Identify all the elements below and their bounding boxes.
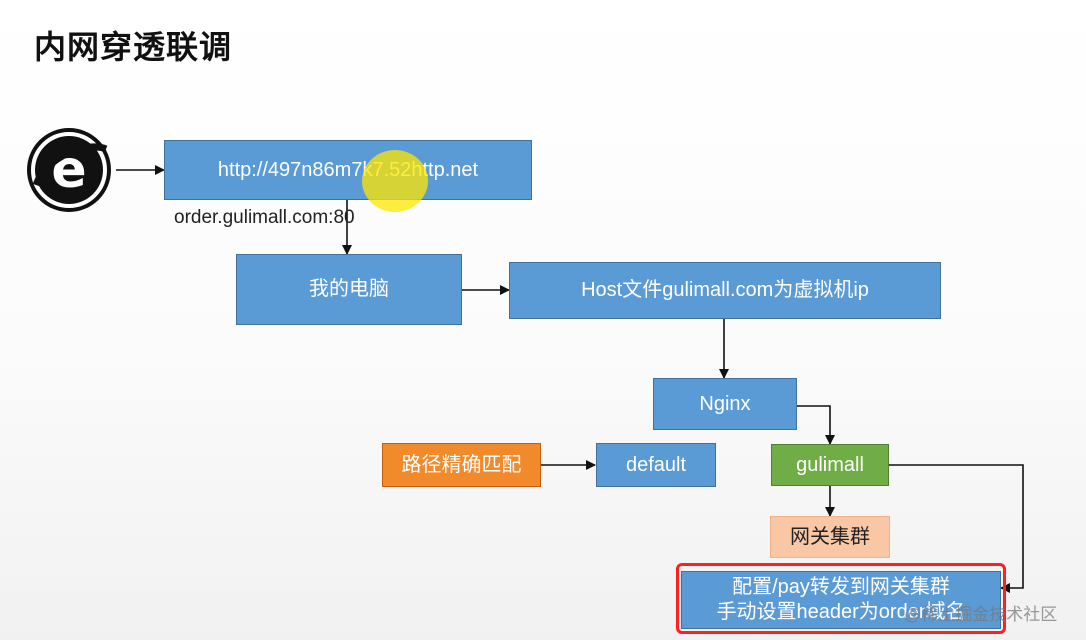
highlight-frame [676,563,1006,634]
gateway-cluster-text: 网关集群 [790,525,870,548]
cursor-highlight [362,150,428,212]
url-box: http://497n86m7k7.52http.net [164,140,532,200]
host-file-text: Host文件gulimall.com为虚拟机ip [581,279,869,301]
page-title: 内网穿透联调 [34,28,233,66]
arrow-nginx-to-gulimall [797,405,835,445]
gateway-cluster-box: 网关集群 [770,516,890,558]
path-match-box: 路径精确匹配 [382,443,541,487]
my-pc-text: 我的电脑 [309,278,389,300]
host-file-box: Host文件gulimall.com为虚拟机ip [509,262,941,319]
url-text: http://497n86m7k7.52http.net [217,158,479,181]
config-line-1: 配置/pay转发到网关集群 [732,576,950,598]
default-box: default [596,443,716,487]
path-match-text: 路径精确匹配 [401,453,522,476]
arrow-gulimall-to-config [889,464,1024,593]
watermark: @稀土掘金技术社区 [904,605,1058,624]
gulimall-text: gulimall [796,453,864,476]
my-pc-box: 我的电脑 [236,254,462,325]
url-note: order.gulimall.com:80 [174,207,355,228]
config-box: 配置/pay转发到网关集群 手动设置header为order域名 [681,571,1001,629]
internet-explorer-icon: e [26,127,112,218]
nginx-text: Nginx [699,392,751,415]
config-line-2: 手动设置header为order域名 [716,601,966,623]
nginx-box: Nginx [653,378,797,430]
default-text: default [625,453,687,476]
gulimall-box: gulimall [771,444,889,486]
